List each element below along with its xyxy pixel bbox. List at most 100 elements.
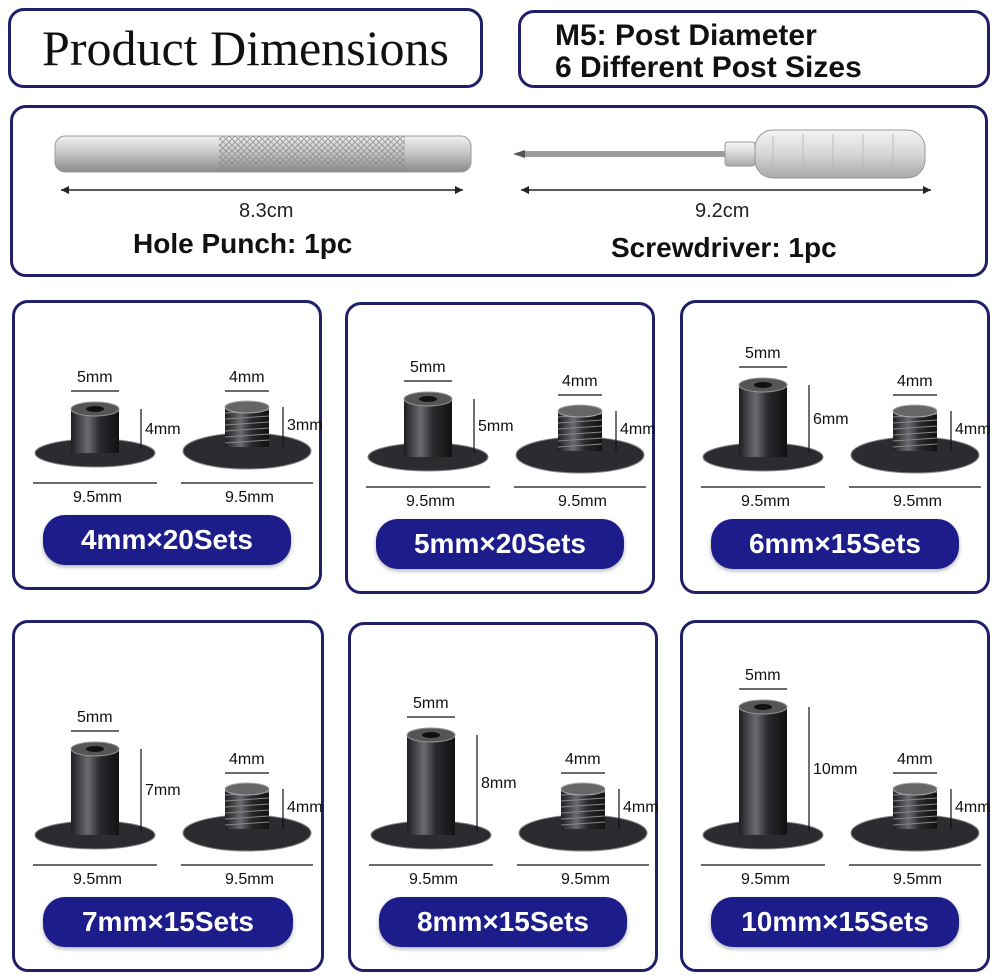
post-base-label: 9.5mm — [73, 871, 122, 888]
screw-thread-line — [224, 803, 270, 808]
post-set-card: 5mm 7mm 9.5mm 4mm 4mm 9.5mm 7mm×15Sets — [12, 620, 324, 972]
set-quantity-badge: 6mm×15Sets — [711, 519, 959, 569]
screw-width-label: 4mm — [562, 373, 598, 390]
screw-height-label: 4mm — [620, 421, 656, 438]
screw-top — [224, 400, 270, 414]
post-set-drawing — [33, 390, 313, 484]
screw-thread-line — [224, 433, 270, 438]
post-width-label: 5mm — [410, 359, 446, 376]
screw-thread-line — [224, 439, 270, 444]
screw-thread-line — [557, 419, 603, 424]
screw-base-label: 9.5mm — [225, 489, 274, 506]
post-width-label: 5mm — [413, 695, 449, 712]
hole-punch-image — [54, 135, 472, 194]
set-quantity-badge: 8mm×15Sets — [379, 897, 627, 947]
post-base-label: 9.5mm — [741, 871, 790, 888]
screw-thread-line — [892, 431, 938, 436]
post-hole — [86, 406, 104, 412]
post-set-drawing — [701, 688, 981, 866]
screw-thread-line — [892, 443, 938, 448]
screw-thread-line — [892, 815, 938, 820]
post-sleeve — [739, 707, 787, 835]
post-height-label: 6mm — [813, 411, 849, 428]
screwdriver-length: 9.2cm — [695, 200, 750, 222]
punch-length: 8.3cm — [239, 200, 294, 222]
screw-width-label: 4mm — [565, 751, 601, 768]
screw-thread-line — [560, 809, 606, 814]
post-set-drawing — [369, 716, 649, 866]
screw-width-label: 4mm — [897, 373, 933, 390]
post-hole — [754, 382, 772, 388]
post-sleeve — [739, 385, 787, 457]
screw-thread-line — [892, 821, 938, 826]
post-base-label: 9.5mm — [406, 493, 455, 510]
screw-thread-line — [560, 803, 606, 808]
screw-thread-line — [892, 809, 938, 814]
screw-height-label: 3mm — [287, 417, 323, 434]
screw-thread-line — [560, 815, 606, 820]
screw-base-label: 9.5mm — [893, 493, 942, 510]
post-hole — [419, 396, 437, 402]
post-sizes-text: 6 Different Post Sizes — [555, 51, 862, 84]
set-quantity-badge: 5mm×20Sets — [376, 519, 624, 569]
screw-thread-line — [224, 415, 270, 420]
post-diameter-text: M5: Post Diameter — [555, 19, 817, 52]
post-height-label: 5mm — [478, 418, 514, 435]
tools-box: 8.3cm Hole Punch: 1pc 9.2cm Screwdriver:… — [10, 105, 988, 277]
screw-height-label: 4mm — [287, 799, 323, 816]
post-set-card: 5mm 4mm 9.5mm 4mm 3mm 9.5mm 4mm×20Sets — [12, 300, 323, 590]
post-sleeve — [71, 749, 119, 835]
post-set-drawing — [701, 366, 981, 488]
screw-height-label: 4mm — [623, 799, 659, 816]
post-base-label: 9.5mm — [409, 871, 458, 888]
screw-thread-line — [224, 821, 270, 826]
screw-thread-line — [557, 431, 603, 436]
post-set-drawing — [33, 730, 313, 866]
screw-height-label: 4mm — [955, 421, 991, 438]
set-quantity-badge: 4mm×20Sets — [43, 515, 291, 565]
screw-top — [557, 404, 603, 418]
post-hole — [422, 732, 440, 738]
screw-thread-line — [557, 425, 603, 430]
post-set-drawing — [366, 380, 646, 488]
page-title: Product Dimensions — [42, 20, 449, 76]
screw-thread-line — [224, 809, 270, 814]
screw-top — [224, 782, 270, 796]
post-height-label: 4mm — [145, 421, 181, 438]
screwdriver-image — [513, 129, 931, 194]
post-base-label: 9.5mm — [73, 489, 122, 506]
post-width-label: 5mm — [745, 667, 781, 684]
screw-thread-line — [557, 443, 603, 448]
screw-thread-line — [892, 437, 938, 442]
screw-height-label: 4mm — [955, 799, 991, 816]
screw-thread-line — [892, 803, 938, 808]
post-height-label: 7mm — [145, 782, 181, 799]
screw-thread-line — [892, 425, 938, 430]
screw-width-label: 4mm — [229, 751, 265, 768]
screw-top — [560, 782, 606, 796]
screw-thread-line — [892, 797, 938, 802]
post-width-label: 5mm — [745, 345, 781, 362]
screw-thread-line — [560, 821, 606, 826]
screw-base-label: 9.5mm — [558, 493, 607, 510]
screw-thread-line — [892, 419, 938, 424]
post-width-label: 5mm — [77, 369, 113, 386]
set-quantity-badge: 10mm×15Sets — [711, 897, 959, 947]
screw-base-label: 9.5mm — [225, 871, 274, 888]
spec-box: M5: Post Diameter 6 Different Post Sizes — [518, 10, 990, 88]
screw-thread-line — [557, 437, 603, 442]
screw-top — [892, 404, 938, 418]
screw-top — [892, 782, 938, 796]
punch-label: Hole Punch: 1pc — [133, 228, 353, 259]
post-hole — [86, 746, 104, 752]
post-width-label: 5mm — [77, 709, 113, 726]
screw-base-label: 9.5mm — [893, 871, 942, 888]
screw-base-label: 9.5mm — [561, 871, 610, 888]
screw-width-label: 4mm — [897, 751, 933, 768]
post-hole — [754, 704, 772, 710]
screw-width-label: 4mm — [229, 369, 265, 386]
set-quantity-badge: 7mm×15Sets — [43, 897, 293, 947]
